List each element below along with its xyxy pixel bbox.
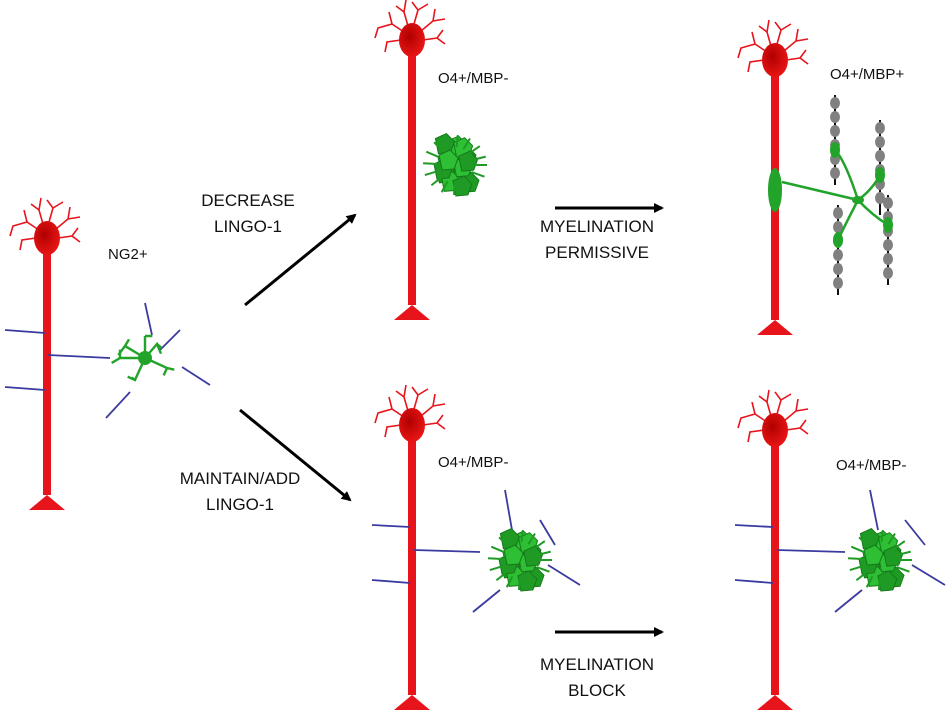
axon-fiber [413,549,481,553]
top-mid-stage-label: O4+/MBP- [438,70,509,87]
axon-fiber [4,386,46,391]
decrease-line1: DECREASE [201,191,295,210]
soma [762,413,788,447]
myelinating-oligodendrocyte [768,95,893,295]
axon [408,425,416,695]
dendrite [737,401,768,429]
dendrite [374,11,405,39]
dendrite [57,227,81,243]
myelination-block-label: MYELINATION BLOCK [532,652,662,704]
dendrite [785,49,809,65]
soma [34,221,60,255]
soma [399,23,425,57]
ng2-soma [138,351,152,365]
axon-fiber [47,354,111,359]
bottom-mid-stage-label: O4+/MBP- [438,454,509,471]
myelination-permissive-label: MYELINATION PERMISSIVE [532,214,662,266]
dendrite [384,39,402,53]
maintain-line1: MAINTAIN/ADD [179,469,301,488]
axon-fiber [371,579,411,584]
dendrite [758,19,772,47]
soma [762,43,788,77]
maintain-line2: LINGO-1 [205,495,275,514]
arrow-maintain [239,408,352,502]
oligodendrocyte-cluster-top [423,132,487,197]
axon-fiber [869,489,879,531]
axon-fiber [181,366,211,386]
neuron-top-middle [374,0,446,320]
axon-fiber [734,579,774,584]
neuron-bottom-right [737,389,809,710]
axon-terminal [757,320,793,335]
dendrite [422,29,446,45]
axon-fiber [472,589,501,613]
arrow-decrease [244,213,357,307]
axon-fiber [371,524,411,528]
block-line1: MYELINATION [540,655,654,674]
bottom-right-stage-label: O4+/MBP- [836,457,907,474]
axon-fiber [834,589,863,613]
axon-fiber [734,524,774,528]
dendrite [758,389,772,417]
dendrite [785,419,809,435]
axon-terminal [394,305,430,320]
top-right-stage-label: O4+/MBP+ [830,66,905,83]
dendrite [420,393,446,417]
axon-terminal [757,695,793,710]
dendrite [747,429,765,443]
axon-fiber [4,329,46,334]
dendrite [774,21,792,45]
dendrite [9,209,40,237]
dendrite [737,31,768,59]
dendrite [411,386,429,410]
axon-fiber [504,489,513,531]
ng2-label: NG2+ [108,246,148,263]
dendrite [374,396,405,424]
soma [399,408,425,442]
dendrite [55,206,81,230]
axon [408,40,416,305]
dendrite [46,199,64,223]
dendrite [747,59,765,73]
dendrite [19,237,37,251]
axon-terminal [29,495,65,510]
permissive-line2: PERMISSIVE [545,243,649,262]
oligodendrocyte-cluster-bottom-right [848,527,912,592]
decrease-lingo-label: DECREASE LINGO-1 [188,188,308,240]
dendrite [422,414,446,430]
block-line2: BLOCK [568,681,626,700]
axon-fiber [105,391,131,419]
axon-fiber [904,519,926,546]
axon-fiber [547,564,581,586]
dendrite [411,1,429,25]
axon-fiber [776,549,846,553]
dendrite [395,384,409,412]
dendrite [30,197,44,225]
dendrite [395,0,409,27]
axon-fiber [911,564,946,586]
axon-terminal [394,695,430,710]
decrease-line2: LINGO-1 [213,217,283,236]
axon-fiber [144,302,153,336]
maintain-lingo-label: MAINTAIN/ADD LINGO-1 [170,466,310,518]
axon [43,238,51,495]
oligodendrocyte-cluster-bottom-middle [488,527,552,592]
axon-fiber [539,519,556,546]
ng2-cell [111,334,175,382]
neuron-bottom-middle [374,384,446,710]
dendrite [783,398,809,422]
permissive-line1: MYELINATION [540,217,654,236]
dendrite [774,391,792,415]
axon-fiber [159,329,181,351]
neuron-left [9,197,81,510]
axon [771,430,779,695]
dendrite [420,8,446,32]
dendrite [783,28,809,52]
dendrite [384,424,402,438]
